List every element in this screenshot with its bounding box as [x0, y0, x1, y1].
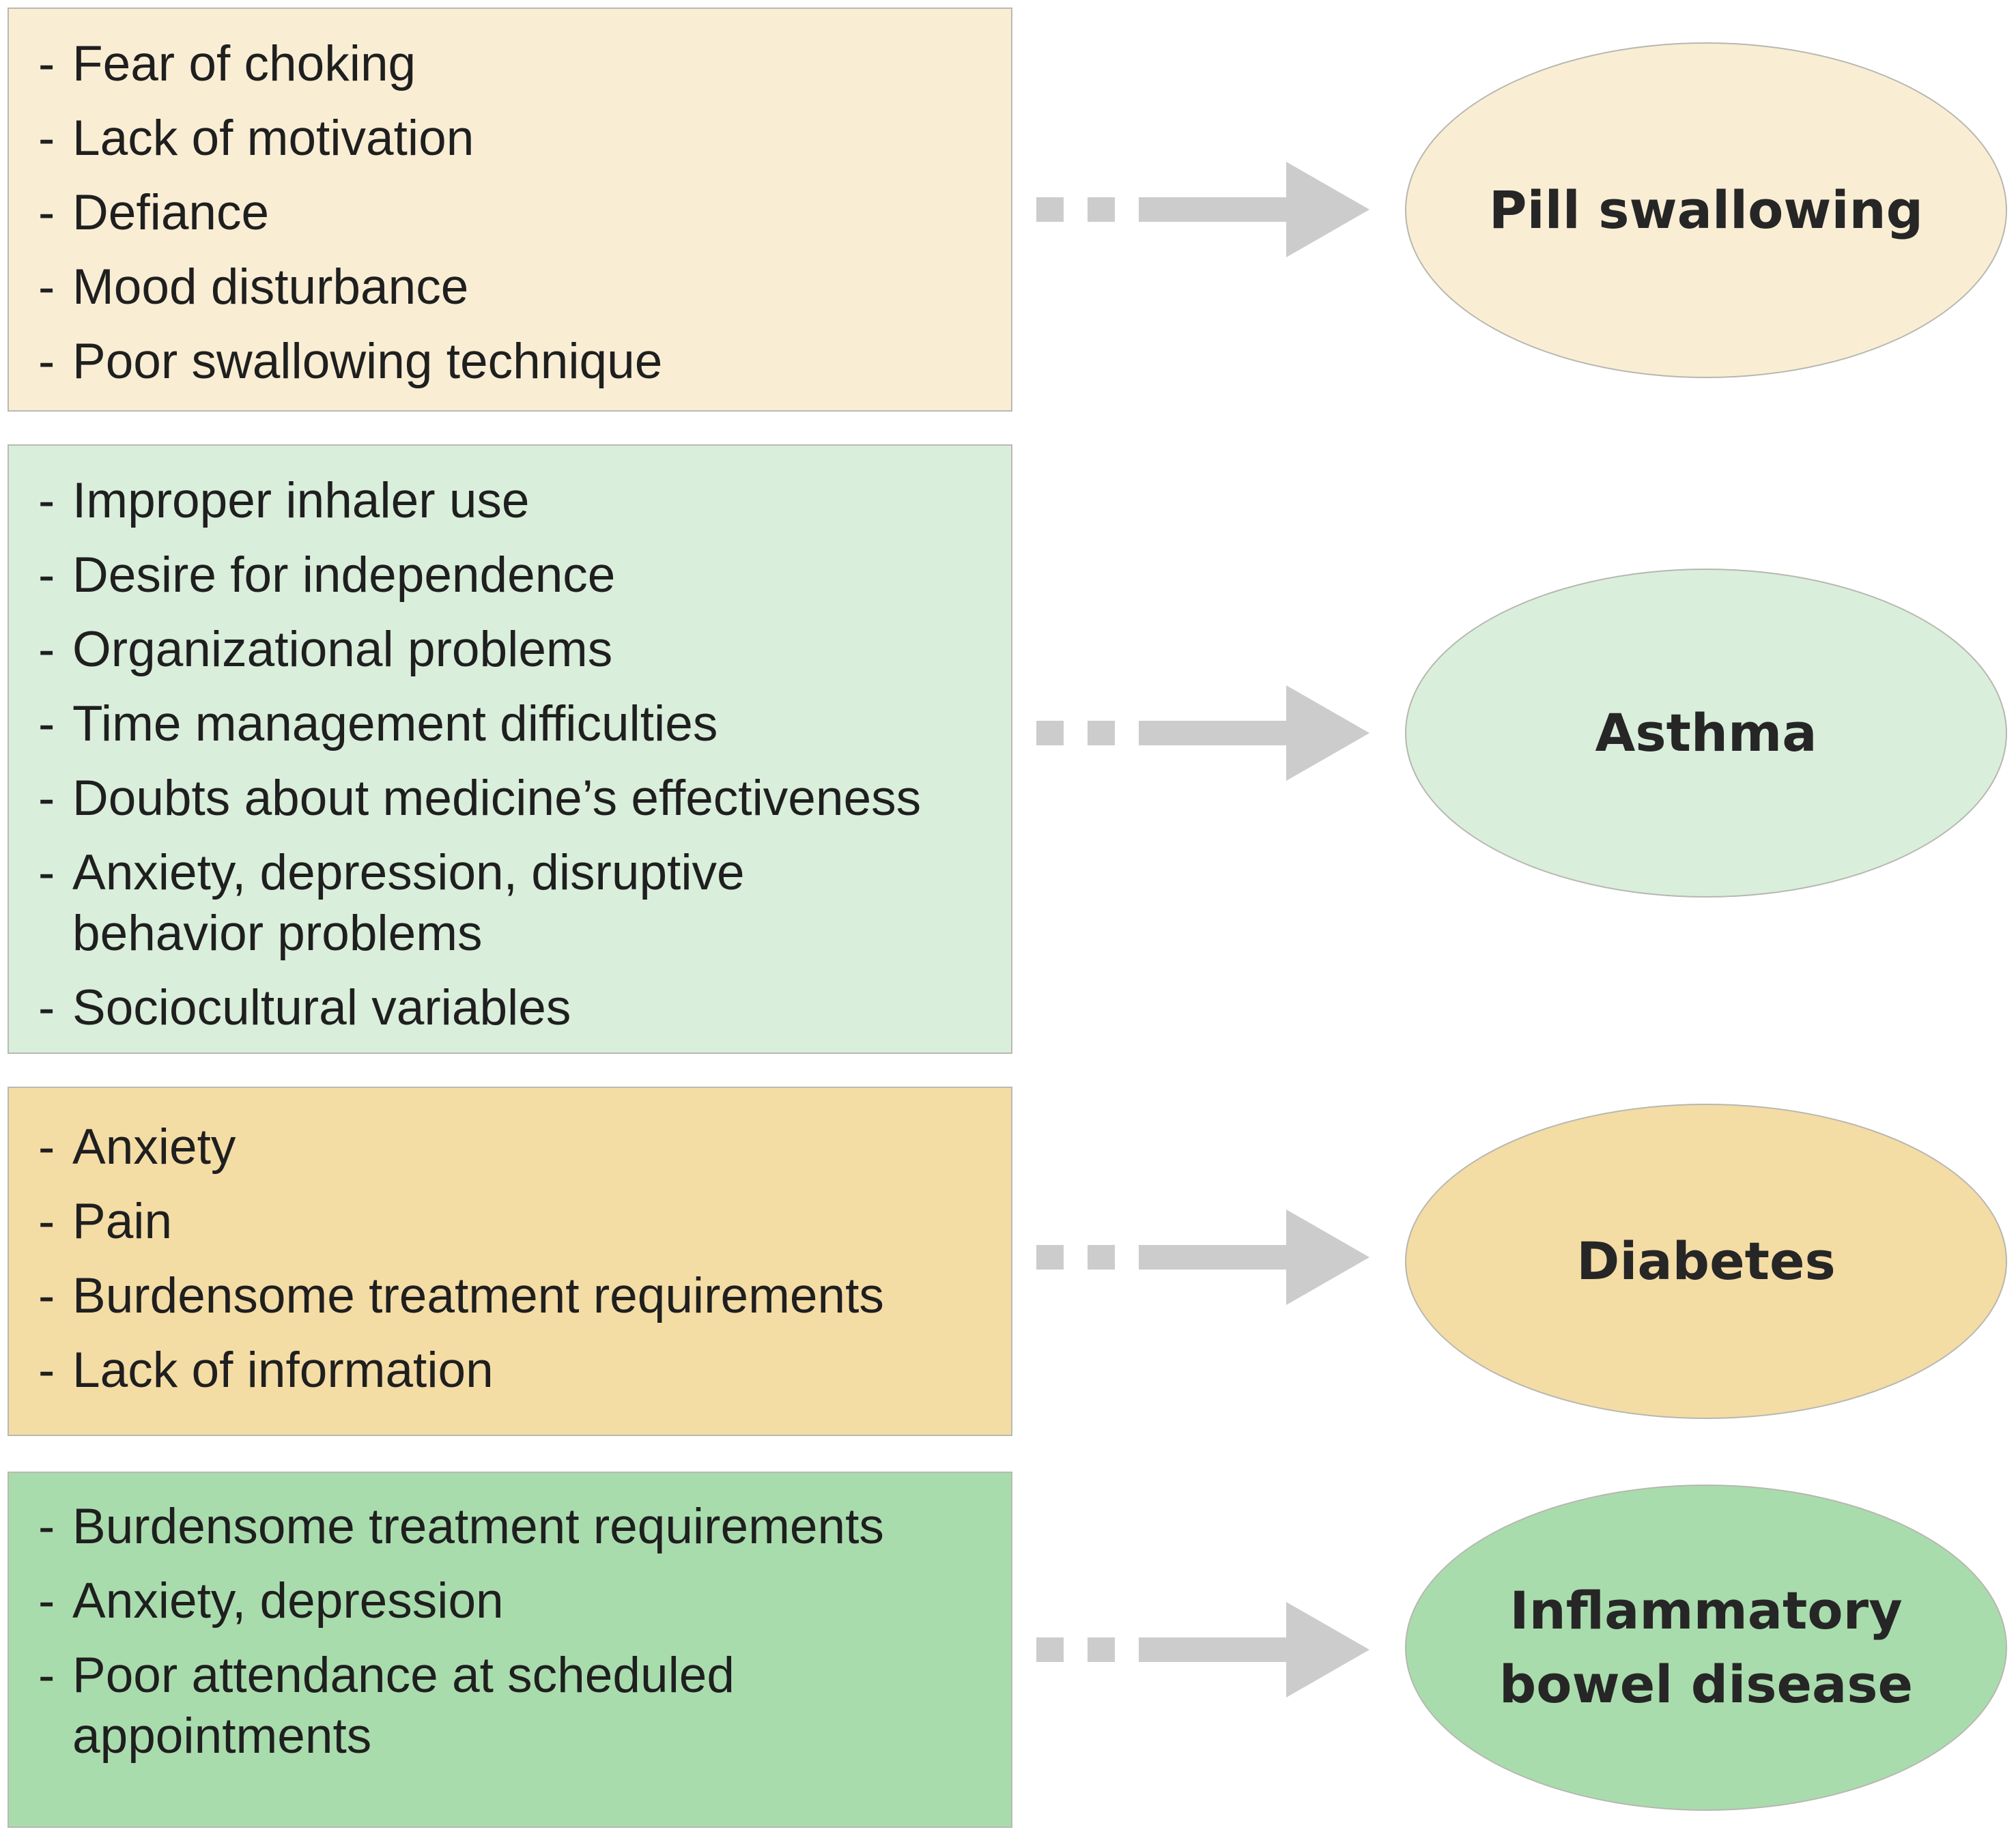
factor-item: -Lack of motivation — [38, 111, 474, 166]
arrow-asthma — [1036, 685, 1369, 781]
factor-item: -Anxiety, depression, disruptive behavio… — [38, 845, 745, 961]
factor-item: -Burdensome treatment requirements — [38, 1268, 884, 1323]
factor-item: -Doubts about medicine’s effectiveness — [38, 771, 922, 826]
arrow-pill-swallowing — [1036, 162, 1369, 257]
factors-list: -Burdensome treatment requirements -Anxi… — [38, 1496, 1004, 1780]
arrow-inflammatory-bowel-disease — [1036, 1602, 1369, 1697]
factor-item: -Lack of information — [38, 1343, 494, 1398]
factor-item: -Mood disturbance — [38, 259, 469, 315]
factors-box-asthma: -Improper inhaler use -Desire for indepe… — [8, 444, 1012, 1054]
condition-label: Diabetes — [1576, 1231, 1836, 1291]
factor-item: -Improper inhaler use — [38, 473, 530, 528]
factor-item: -Anxiety — [38, 1119, 236, 1175]
factor-item: -Fear of choking — [38, 36, 416, 91]
condition-pill-swallowing: Pill swallowing — [1405, 42, 2007, 378]
factor-item: -Burdensome treatment requirements — [38, 1499, 884, 1554]
factor-item: -Sociocultural variables — [38, 980, 571, 1035]
factor-item: -Poor swallowing technique — [38, 334, 663, 389]
factor-item: -Time management difficulties — [38, 696, 718, 751]
arrow-diabetes — [1036, 1209, 1369, 1305]
condition-diabetes: Diabetes — [1405, 1104, 2007, 1419]
factors-box-inflammatory-bowel-disease: -Burdensome treatment requirements -Anxi… — [8, 1472, 1012, 1828]
factor-item: -Desire for independence — [38, 547, 616, 603]
condition-inflammatory-bowel-disease: Inflammatory bowel disease — [1405, 1485, 2007, 1811]
factors-box-pill-swallowing: -Fear of choking -Lack of motivation -De… — [8, 8, 1012, 412]
condition-label: Inflammatory bowel disease — [1499, 1580, 1914, 1715]
factor-item: -Pain — [38, 1194, 173, 1249]
condition-label: Pill swallowing — [1488, 180, 1924, 240]
factor-item: -Poor attendance at scheduled appointmen… — [38, 1648, 735, 1764]
factors-list: -Fear of choking -Lack of motivation -De… — [38, 33, 1004, 405]
factors-list: -Anxiety -Pain -Burdensome treatment req… — [38, 1117, 1004, 1414]
factor-item: -Defiance — [38, 185, 270, 240]
factors-box-diabetes: -Anxiety -Pain -Burdensome treatment req… — [8, 1087, 1012, 1436]
condition-asthma: Asthma — [1405, 569, 2007, 898]
factors-list: -Improper inhaler use -Desire for indepe… — [38, 470, 1004, 1052]
factor-item: -Anxiety, depression — [38, 1573, 504, 1629]
condition-label: Asthma — [1595, 702, 1817, 763]
factor-item: -Organizational problems — [38, 622, 613, 677]
